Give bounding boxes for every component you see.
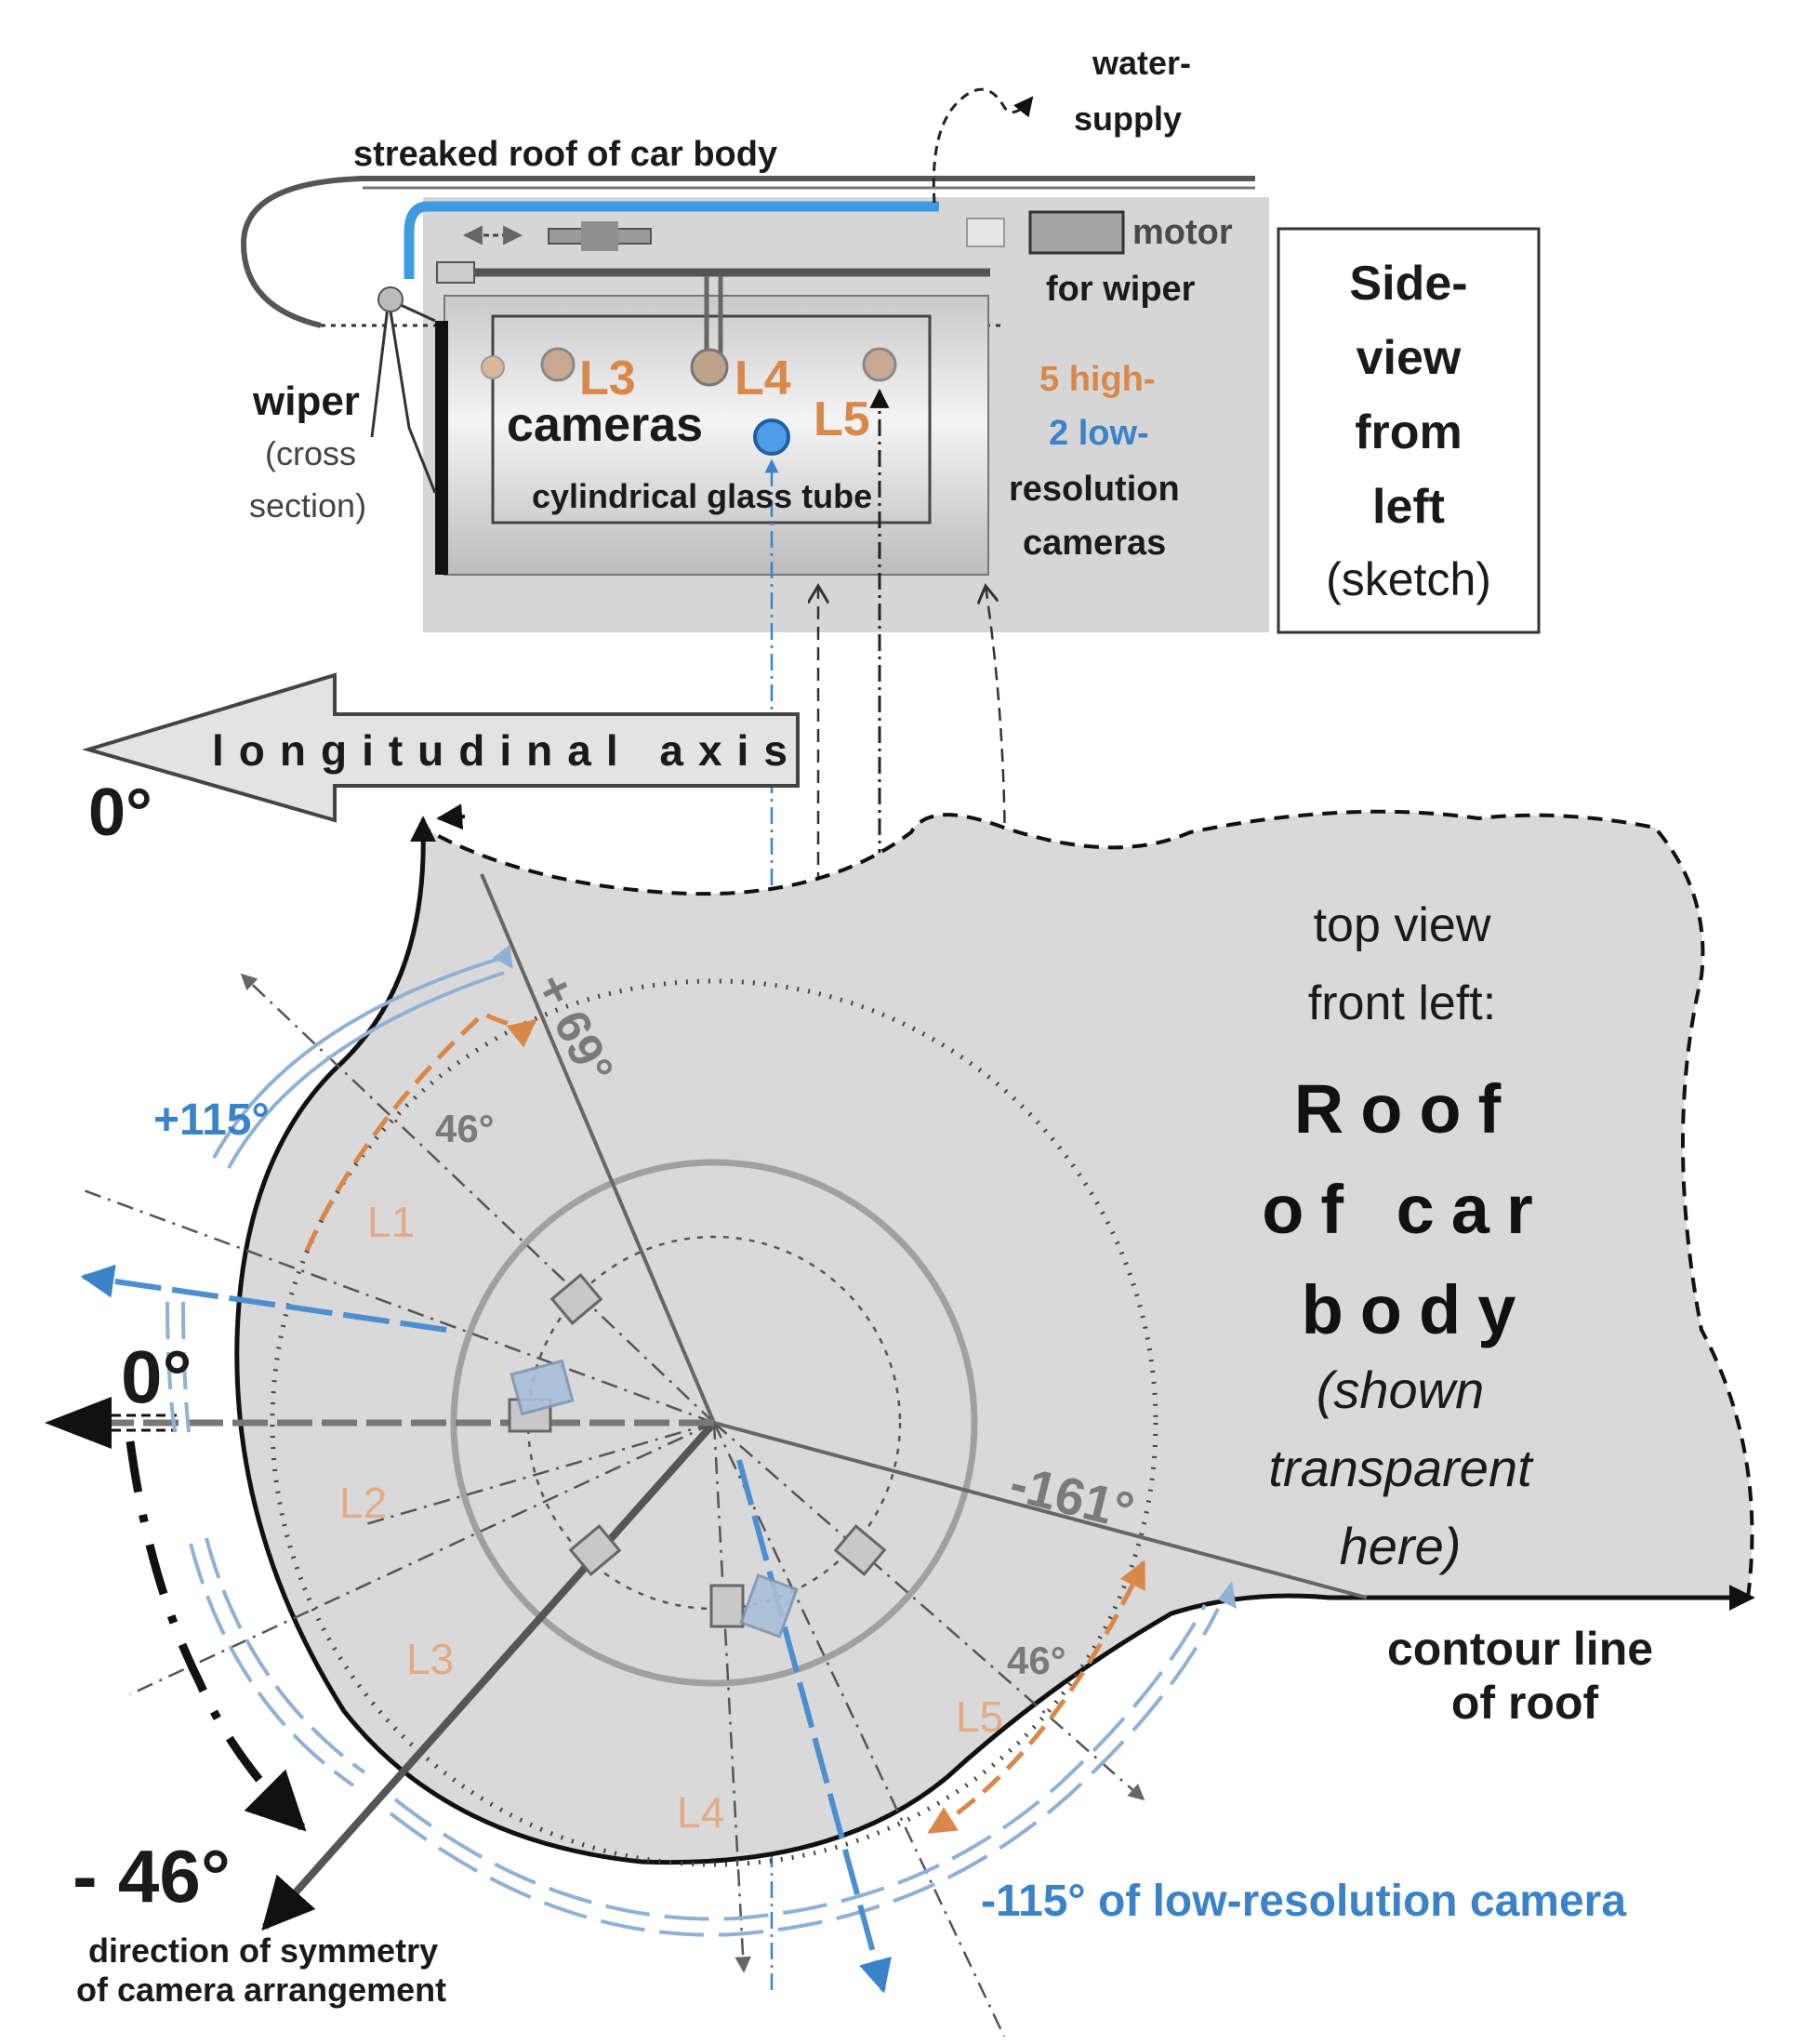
symmetry-rotation-arc xyxy=(126,1440,307,1832)
low-res-range-arcs xyxy=(165,956,1220,1937)
axis-label: longitudinal axis xyxy=(212,726,802,775)
res-text-1: resolution xyxy=(1009,470,1180,509)
wiper-blade xyxy=(435,321,448,575)
water-supply-label-2: supply xyxy=(1074,100,1182,138)
side-view: water- supply streaked roof of car body … xyxy=(240,44,1269,1990)
motor-label: motor xyxy=(1132,213,1233,252)
camera-rays xyxy=(83,973,1145,2037)
angle-46-top: 46° xyxy=(435,1107,495,1150)
camera-l5-dot xyxy=(862,347,897,382)
res-text-2: cameras xyxy=(1023,524,1166,563)
box-title-3: from xyxy=(1355,405,1462,459)
low-res-down-arrow xyxy=(736,1459,892,1994)
segment-l5: L5 xyxy=(956,1692,1003,1741)
low-res-camera-units xyxy=(510,1359,799,1639)
water-supply-label-1: water- xyxy=(1092,44,1191,82)
angle-minus-46: - 46° xyxy=(73,1835,231,1918)
box-title-4: left xyxy=(1372,480,1445,534)
camera-units xyxy=(508,1273,887,1628)
low-res-left-arrow xyxy=(80,1264,447,1333)
camera-l3-dot xyxy=(540,347,576,382)
contour-label-1: contour line xyxy=(1387,1623,1653,1675)
segment-l2: L2 xyxy=(339,1479,387,1527)
wiper-sub-1: (cross xyxy=(265,434,356,472)
plus-69-line xyxy=(480,873,716,1424)
symmetry-label-1: direction of symmetry xyxy=(88,1931,438,1970)
contour-label-2: of roof xyxy=(1451,1677,1599,1729)
roof-outline xyxy=(240,176,1255,328)
camera-l3-label: L3 xyxy=(579,352,636,405)
camera-l4-label: L4 xyxy=(735,352,791,405)
roof-contour-dashed xyxy=(422,809,1754,1599)
segment-l1: L1 xyxy=(367,1198,415,1246)
zero-top-label: 0° xyxy=(88,776,152,850)
roof-title-3: body xyxy=(1302,1271,1533,1348)
water-supply-line xyxy=(404,201,939,279)
symmetry-label-2: of camera arrangement xyxy=(76,1971,446,2009)
res-high-label: 5 high- xyxy=(1039,360,1156,399)
wiper-motor xyxy=(1028,210,1125,255)
roof-shape xyxy=(236,811,1753,1863)
roof-sub-1: (shown xyxy=(1317,1360,1485,1419)
angle-plus-115: +115° xyxy=(153,1095,270,1145)
roof-sub-2: transparent xyxy=(1268,1439,1534,1497)
roof-title-2: of car xyxy=(1262,1171,1550,1248)
roof-sub-3: here) xyxy=(1340,1517,1462,1575)
box-title-2: view xyxy=(1357,331,1462,385)
symmetry-direction-line xyxy=(261,1420,717,1931)
box-title-1: Side- xyxy=(1349,257,1467,311)
minus-161-line xyxy=(713,1421,1368,1599)
longitudinal-axis-arrow: longitudinal axis xyxy=(81,672,802,823)
camera-housing xyxy=(443,295,989,576)
for-wiper-label: for wiper xyxy=(1046,270,1196,309)
top-view: + 69° +115° 46° -161° 46° 0° - 46° L1 L2… xyxy=(45,803,1755,2037)
zero-left-label: 0° xyxy=(121,1335,192,1418)
zero-axis-arrowhead xyxy=(45,1397,112,1449)
glass-tube-outline xyxy=(491,314,932,524)
wiper-sub-2: section) xyxy=(249,486,366,524)
coverage-dotted-arc xyxy=(270,978,1158,1867)
segment-l4: L4 xyxy=(677,1788,724,1837)
angle-46-bottom: 46° xyxy=(1007,1639,1066,1682)
caption-2: front left: xyxy=(1308,976,1496,1030)
segment-l3: L3 xyxy=(406,1635,454,1683)
wiper-pivot xyxy=(377,286,404,312)
inner-camera-ring xyxy=(526,1235,902,1611)
roof-label: streaked roof of car body xyxy=(353,135,777,174)
low-res-label: -115° of low-resolution camera xyxy=(981,1877,1626,1926)
wiper-label: wiper xyxy=(252,378,360,424)
caption-1: top view xyxy=(1314,898,1491,952)
res-low-label: 2 low- xyxy=(1049,414,1149,453)
l5-coverage-arc xyxy=(927,1560,1146,1835)
camera-l4-dot xyxy=(690,348,729,387)
glass-tube-label: cylindrical glass tube xyxy=(532,477,872,515)
roof-title-1: Roof xyxy=(1294,1070,1518,1148)
low-res-camera-dot xyxy=(753,418,790,456)
water-supply-arrow xyxy=(932,87,1034,204)
side-view-title-box: Side- view from left (sketch) xyxy=(1277,227,1541,634)
camera-l5-label: L5 xyxy=(814,392,870,446)
box-title-5: (sketch) xyxy=(1326,553,1491,605)
cameras-label: cameras xyxy=(507,398,703,452)
outer-camera-ring xyxy=(450,1159,978,1687)
